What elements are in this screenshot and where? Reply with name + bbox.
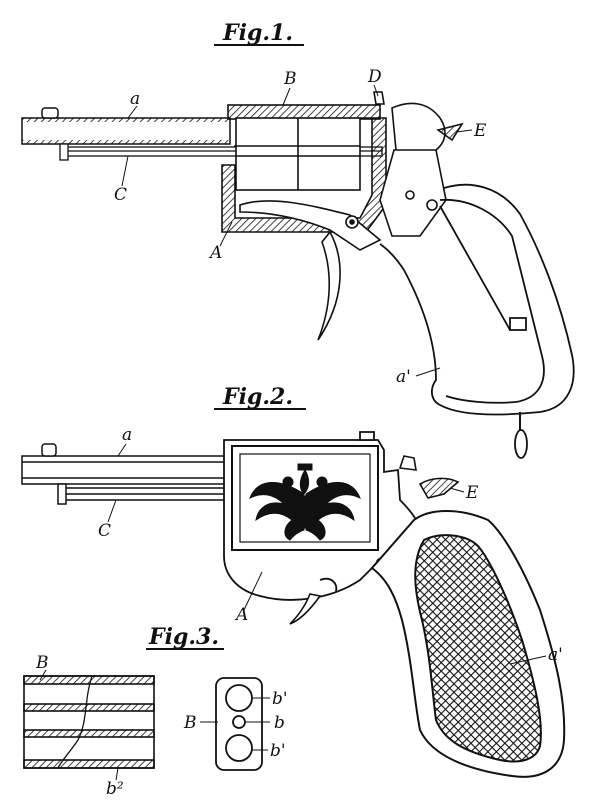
fig1-trigger [239, 200, 382, 341]
fig2-trigger [289, 593, 322, 625]
fig3-label-b-prime-bottom: b' [270, 741, 286, 761]
figure-2-title: Fig.2. [222, 384, 293, 410]
figure-3: Fig.3. B b² B b' b b' [23, 624, 288, 799]
fig3-cylinder-end-view [215, 677, 263, 771]
figure-1: Fig.1. [21, 20, 575, 459]
fig3-label-b-prime-top: b' [272, 689, 288, 709]
fig3-label-B-end: B [183, 713, 197, 733]
double-headed-eagle-emblem [249, 463, 361, 541]
fig3-label-b2: b² [106, 779, 124, 799]
fig2-label-a-prime: a' [548, 645, 563, 665]
fig1-label-C: C [114, 185, 127, 205]
fig1-label-D: D [367, 67, 382, 87]
figure-3-title: Fig.3. [148, 624, 219, 650]
fig1-label-E: E [473, 121, 487, 141]
fig1-label-A: A [208, 243, 222, 263]
fig1-barrel [21, 107, 231, 145]
fig2-label-a: a [122, 425, 132, 445]
fig2-barrel [21, 443, 239, 505]
fig3-cylinder-side-view [23, 675, 155, 769]
fig3-label-b: b [274, 713, 285, 733]
fig1-grip-frame [379, 183, 575, 459]
fig1-frame [221, 104, 387, 233]
fig2-grip [370, 510, 566, 778]
fig1-hammer [373, 91, 464, 237]
fig1-label-a-prime: a' [396, 367, 411, 387]
fig1-label-B: B [283, 69, 297, 89]
fig2-hammer [398, 455, 460, 499]
fig2-label-A: A [234, 605, 248, 625]
fig1-label-a: a [130, 89, 140, 109]
fig2-label-C: C [98, 521, 111, 541]
fig3-label-B: B [35, 653, 49, 673]
figure-1-title: Fig.1. [222, 20, 293, 46]
figure-2: Fig.2. [21, 384, 566, 778]
fig2-label-E: E [465, 483, 479, 503]
